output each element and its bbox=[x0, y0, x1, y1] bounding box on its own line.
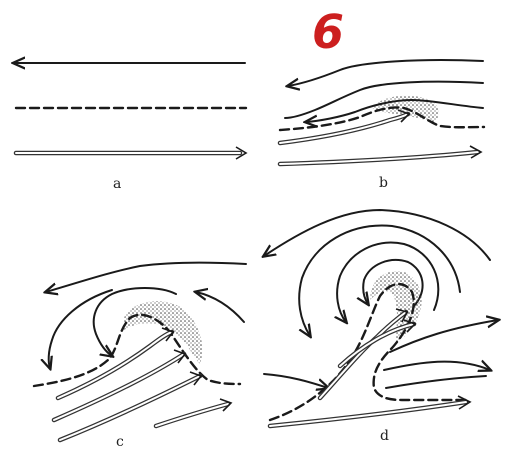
panel-a-label: a bbox=[113, 176, 121, 192]
panel-c-front bbox=[34, 315, 240, 386]
panel-c-label: c bbox=[116, 434, 124, 450]
figure-number: 6 bbox=[312, 5, 344, 59]
panel-a: a bbox=[14, 63, 246, 192]
panel-c: c bbox=[34, 263, 246, 450]
panel-b: b bbox=[280, 60, 484, 191]
panel-d-flow-right-3 bbox=[386, 376, 486, 388]
panel-d-flow-right-2 bbox=[384, 362, 490, 370]
panel-d-label: d bbox=[380, 428, 389, 444]
panel-c-flow-right-loop bbox=[196, 292, 244, 322]
panel-b-label: b bbox=[379, 175, 388, 191]
panel-d: d bbox=[264, 210, 498, 444]
panel-d-flow-outer bbox=[264, 210, 490, 260]
panel-c-warm-flow-4 bbox=[156, 404, 228, 426]
panel-d-flow-left bbox=[264, 374, 328, 388]
